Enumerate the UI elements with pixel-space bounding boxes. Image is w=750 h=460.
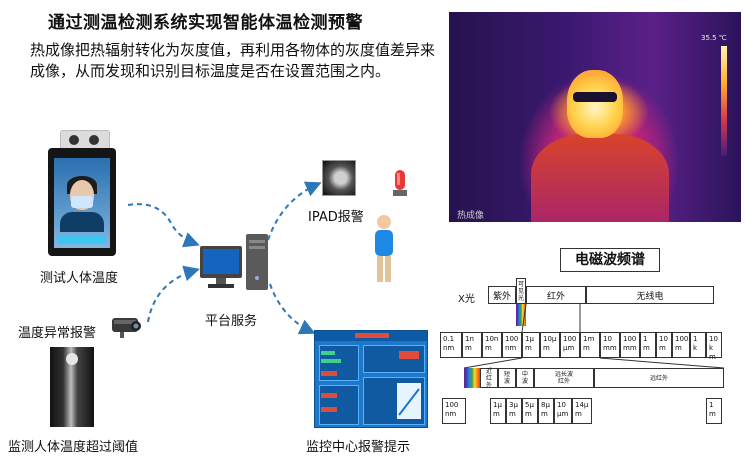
band-xray: X光 <box>458 294 475 305</box>
label-ipad: IPAD报警 <box>308 210 364 225</box>
label-measure: 测试人体温度 <box>40 271 119 286</box>
band-uv: 紫外 <box>488 286 516 304</box>
ir-near: 近 红 外 <box>480 368 498 389</box>
ipad-thermal-thumbnail <box>322 160 356 196</box>
band-radio: 无线电 <box>586 286 714 304</box>
ir-scale-cell: 3μ m <box>506 398 522 424</box>
wl-cell: 100 mm <box>620 332 640 358</box>
thermal-monitor-thumbnail <box>50 347 94 427</box>
ir-short: 短 波 <box>498 368 516 388</box>
visible-spectrum-bar <box>516 304 526 326</box>
ir-scale-cell: 10 μm <box>554 398 572 424</box>
wl-cell: 1n m <box>462 332 482 358</box>
description-text: 热成像把热辐射转化为灰度值，再利用各物体的灰度值差异来成像，从而发现和识别目标温… <box>30 41 436 80</box>
wl-cell: 100 μm <box>560 332 580 358</box>
wl-cell: 0.1 nm <box>440 332 462 358</box>
kiosk-screen <box>54 158 110 248</box>
ir-mid: 中 波 <box>516 368 534 388</box>
thermal-temperature-readout: 35.5 ℃ <box>701 34 727 42</box>
monitoring-center-screen <box>314 330 428 428</box>
ir-scale-cell: 1μ m <box>490 398 506 424</box>
thermal-image: 35.5 ℃ 热成像 <box>449 12 741 222</box>
label-platform: 平台服务 <box>205 314 258 329</box>
label-abnormal: 温度异常报警 <box>18 326 97 341</box>
cctv-camera-icon <box>112 318 141 338</box>
wl-cell: 10 m <box>656 332 672 358</box>
wl-cell: 10n m <box>482 332 502 358</box>
wl-cell: 10 k m <box>706 332 722 361</box>
wl-cell: 1 m <box>640 332 656 358</box>
ir-scale-cell: 5μ m <box>522 398 538 424</box>
visible-spectrum-bar-detail <box>464 368 480 388</box>
computer-icon <box>200 234 268 290</box>
band-visible: 可 见 光 <box>516 278 526 304</box>
ir-scale-cell: 100 nm <box>442 398 466 424</box>
temperature-scale <box>721 46 727 156</box>
ir-long: 远长波 红外 <box>534 368 594 388</box>
wl-cell: 1μ m <box>522 332 540 358</box>
wl-cell: 1m m <box>580 332 600 358</box>
wl-cell: 1 k <box>690 332 706 358</box>
wl-cell: 10 mm <box>600 332 620 358</box>
wl-cell: 10μ m <box>540 332 560 358</box>
band-ir: 红外 <box>526 286 586 304</box>
temperature-kiosk <box>48 130 116 256</box>
alarm-light-icon <box>393 170 407 196</box>
arrow-camera-to-platform <box>147 265 200 323</box>
spectrum-title: 电磁波频谱 <box>560 248 660 272</box>
page-title: 通过测温检测系统实现智能体温检测预警 <box>48 13 363 33</box>
ir-scale-cell: 14μ m <box>572 398 592 424</box>
arrow-kiosk-to-platform <box>127 203 200 248</box>
wl-cell: 100 m <box>672 332 690 358</box>
label-center: 监控中心报警提示 <box>306 440 411 455</box>
ir-scale-cell: 1 m <box>706 398 722 424</box>
person-icon <box>375 215 393 282</box>
ir-far: 远红外 <box>594 368 724 388</box>
thermal-brand-text: 热成像 <box>457 211 485 221</box>
ir-scale-cell: 8μ m <box>538 398 554 424</box>
label-over-threshold: 监测人体温度超过阈值 <box>8 440 139 455</box>
wl-cell: 100 nm <box>502 332 522 358</box>
arrow-platform-to-ipad <box>267 181 322 241</box>
